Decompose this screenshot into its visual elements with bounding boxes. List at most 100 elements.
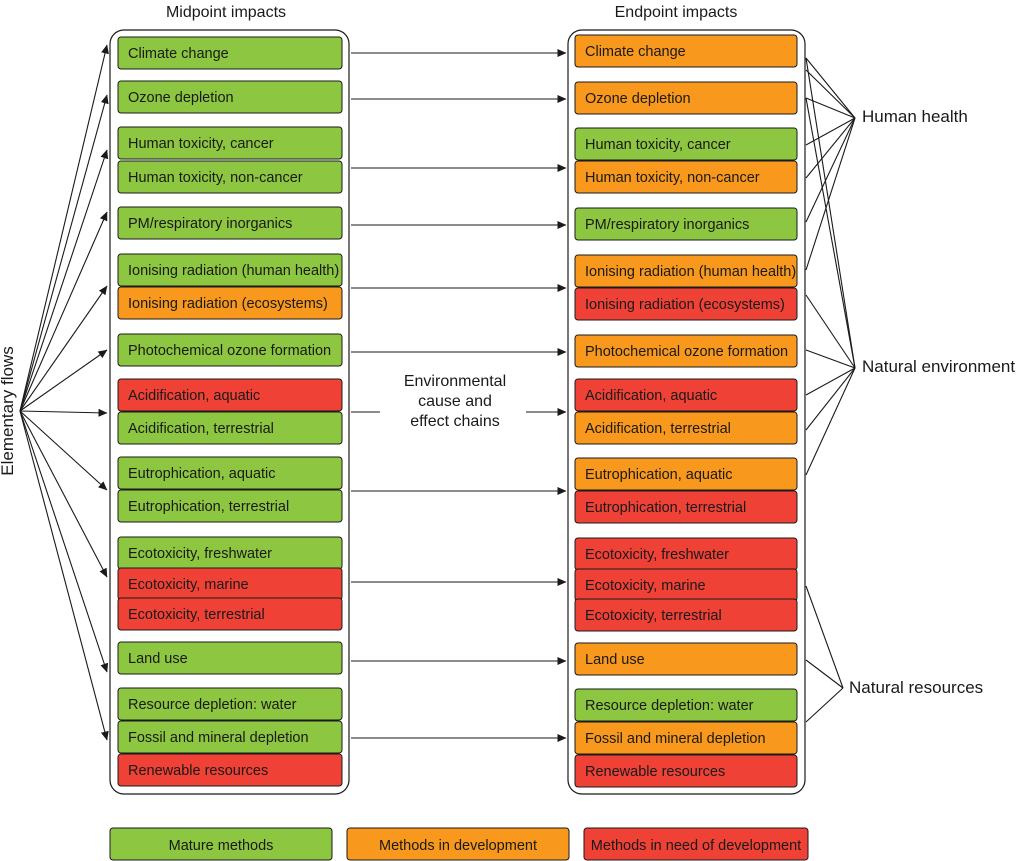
- midpoint-label-pm-respiratory-inorganics: PM/respiratory inorganics: [128, 216, 292, 232]
- midpoint-label-acidification-terrestrial: Acidification, terrestrial: [128, 421, 274, 437]
- category-link-17: [805, 687, 844, 723]
- endpoint-box-ozone-depletion: [574, 81, 798, 115]
- endpoint-label-resource-depletion-water: Resource depletion: water: [585, 698, 754, 714]
- category-link-lines: [805, 57, 856, 723]
- endpoint-label-renewable-resources: Renewable resources: [585, 764, 725, 780]
- flow-arrow-11: [19, 410, 109, 741]
- category-link-15: [805, 585, 844, 689]
- flow-arrow-3: [19, 149, 109, 412]
- midpoint-label-ecotoxicity-marine: Ecotoxicity, marine: [128, 577, 249, 593]
- endpoint-label-ozone-depletion: Ozone depletion: [585, 91, 691, 107]
- category-link-14: [805, 367, 856, 476]
- endpoint-label-pm-respiratory-inorganics: PM/respiratory inorganics: [585, 217, 749, 233]
- endpoint-label-ionising-radiation-human-health: Ionising radiation (human health): [585, 264, 796, 280]
- category-link-13: [805, 367, 856, 431]
- midpoint-label-ozone-depletion: Ozone depletion: [128, 90, 234, 106]
- endpoint-label-photochemical-ozone-formation: Photochemical ozone formation: [585, 344, 788, 360]
- midpoint-box-photochemical-ozone-formation: [117, 333, 343, 367]
- legend-swatch-mature-methods: [109, 827, 333, 861]
- midpoint-label-climate-change: Climate change: [128, 46, 229, 62]
- endpoint-box-acidification-terrestrial: [574, 411, 798, 445]
- category-natural-environment: Natural environment: [862, 357, 1015, 376]
- category-human-health: Human health: [862, 107, 968, 126]
- category-link-16: [805, 659, 844, 689]
- endpoint-box-resource-depletion-water: [574, 688, 798, 722]
- midpoint-header: Midpoint impacts: [166, 4, 286, 21]
- chain-label-line-1: Environmental: [404, 373, 506, 390]
- endpoint-label-eutrophication-terrestrial: Eutrophication, terrestrial: [585, 500, 746, 516]
- endpoint-box-renewable-resources: [574, 754, 798, 788]
- midpoint-box-pm-respiratory-inorganics: [117, 206, 343, 240]
- elementary-flows-label: Elementary flows: [0, 346, 17, 475]
- flow-arrow-7: [19, 408, 108, 417]
- flow-arrow-1: [19, 44, 109, 412]
- endpoint-box-eutrophication-aquatic: [574, 457, 798, 491]
- midpoint-box-fossil-and-mineral-depletion: [117, 720, 343, 754]
- endpoint-label-ionising-radiation-ecosystems: Ionising radiation (ecosystems): [585, 297, 785, 313]
- legend-label-methods-in-development: Methods in development: [379, 838, 537, 854]
- endpoint-label-acidification-aquatic: Acidification, aquatic: [585, 388, 717, 404]
- midpoint-container: [109, 29, 350, 795]
- midpoint-box-ecotoxicity-terrestrial: [117, 597, 343, 631]
- endpoint-box-ionising-radiation-ecosystems: [574, 287, 798, 321]
- midpoint-label-ecotoxicity-terrestrial: Ecotoxicity, terrestrial: [128, 607, 265, 623]
- chain-label-line-2: cause and: [418, 393, 492, 410]
- midpoint-box-acidification-aquatic: [117, 378, 343, 412]
- category-link-1: [805, 57, 856, 119]
- flow-arrow-9: [19, 410, 108, 578]
- midpoint-box-eutrophication-aquatic: [117, 456, 343, 490]
- midpoint-label-land-use: Land use: [128, 651, 188, 667]
- flow-arrow-10: [19, 410, 109, 673]
- endpoint-label-ecotoxicity-marine: Ecotoxicity, marine: [585, 578, 706, 594]
- endpoint-box-fossil-and-mineral-depletion: [574, 721, 798, 755]
- endpoint-box-human-toxicity-cancer: [574, 127, 798, 161]
- midpoint-label-photochemical-ozone-formation: Photochemical ozone formation: [128, 343, 331, 359]
- elementary-flow-arrows: [19, 44, 109, 741]
- endpoint-label-eutrophication-aquatic: Eutrophication, aquatic: [585, 467, 733, 483]
- endpoint-label-climate-change: Climate change: [585, 44, 686, 60]
- category-link-7: [805, 117, 856, 271]
- midpoint-box-human-toxicity-non-cancer: [117, 160, 343, 194]
- flow-arrow-4: [19, 211, 108, 412]
- midpoint-box-human-toxicity-cancer: [117, 126, 343, 160]
- midpoint-label-human-toxicity-cancer: Human toxicity, cancer: [128, 136, 274, 152]
- endpoint-label-land-use: Land use: [585, 652, 645, 668]
- endpoint-box-human-toxicity-non-cancer: [574, 160, 798, 194]
- endpoint-box-climate-change: [574, 34, 798, 68]
- midpoint-label-ionising-radiation-human-health: Ionising radiation (human health): [128, 263, 339, 279]
- flow-arrow-6: [19, 349, 108, 412]
- category-link-3: [805, 97, 856, 119]
- midpoint-label-human-toxicity-non-cancer: Human toxicity, non-cancer: [128, 170, 303, 186]
- endpoint-label-acidification-terrestrial: Acidification, terrestrial: [585, 421, 731, 437]
- category-link-10: [805, 294, 856, 369]
- midpoint-label-eutrophication-terrestrial: Eutrophication, terrestrial: [128, 499, 289, 515]
- midpoint-box-eutrophication-terrestrial: [117, 489, 343, 523]
- category-link-9: [805, 97, 856, 369]
- endpoint-container: [567, 29, 806, 795]
- legend-swatch-methods-in-need-of-development: [583, 827, 809, 861]
- chain-label-line-3: effect chains: [410, 413, 500, 430]
- endpoint-box-ionising-radiation-human-health: [574, 254, 798, 288]
- chain-label-bg: [380, 368, 526, 436]
- flow-arrow-8: [19, 410, 108, 491]
- category-link-5: [805, 117, 856, 179]
- midpoint-label-acidification-aquatic: Acidification, aquatic: [128, 388, 260, 404]
- midpoint-label-ecotoxicity-freshwater: Ecotoxicity, freshwater: [128, 546, 272, 562]
- endpoint-box-pm-respiratory-inorganics: [574, 207, 798, 241]
- midpoint-box-ionising-radiation-human-health: [117, 253, 343, 287]
- endpoint-box-ecotoxicity-terrestrial: [574, 598, 798, 632]
- endpoint-label-fossil-and-mineral-depletion: Fossil and mineral depletion: [585, 731, 766, 747]
- midpoint-label-eutrophication-aquatic: Eutrophication, aquatic: [128, 466, 276, 482]
- endpoint-label-human-toxicity-non-cancer: Human toxicity, non-cancer: [585, 170, 760, 186]
- midpoint-box-renewable-resources: [117, 753, 343, 787]
- midpoint-box-land-use: [117, 641, 343, 675]
- endpoint-label-ecotoxicity-terrestrial: Ecotoxicity, terrestrial: [585, 608, 722, 624]
- category-natural-resources: Natural resources: [849, 678, 983, 697]
- flow-arrow-2: [19, 94, 109, 412]
- midpoint-label-fossil-and-mineral-depletion: Fossil and mineral depletion: [128, 730, 309, 746]
- midpoint-box-resource-depletion-water: [117, 687, 343, 721]
- category-link-6: [805, 117, 856, 223]
